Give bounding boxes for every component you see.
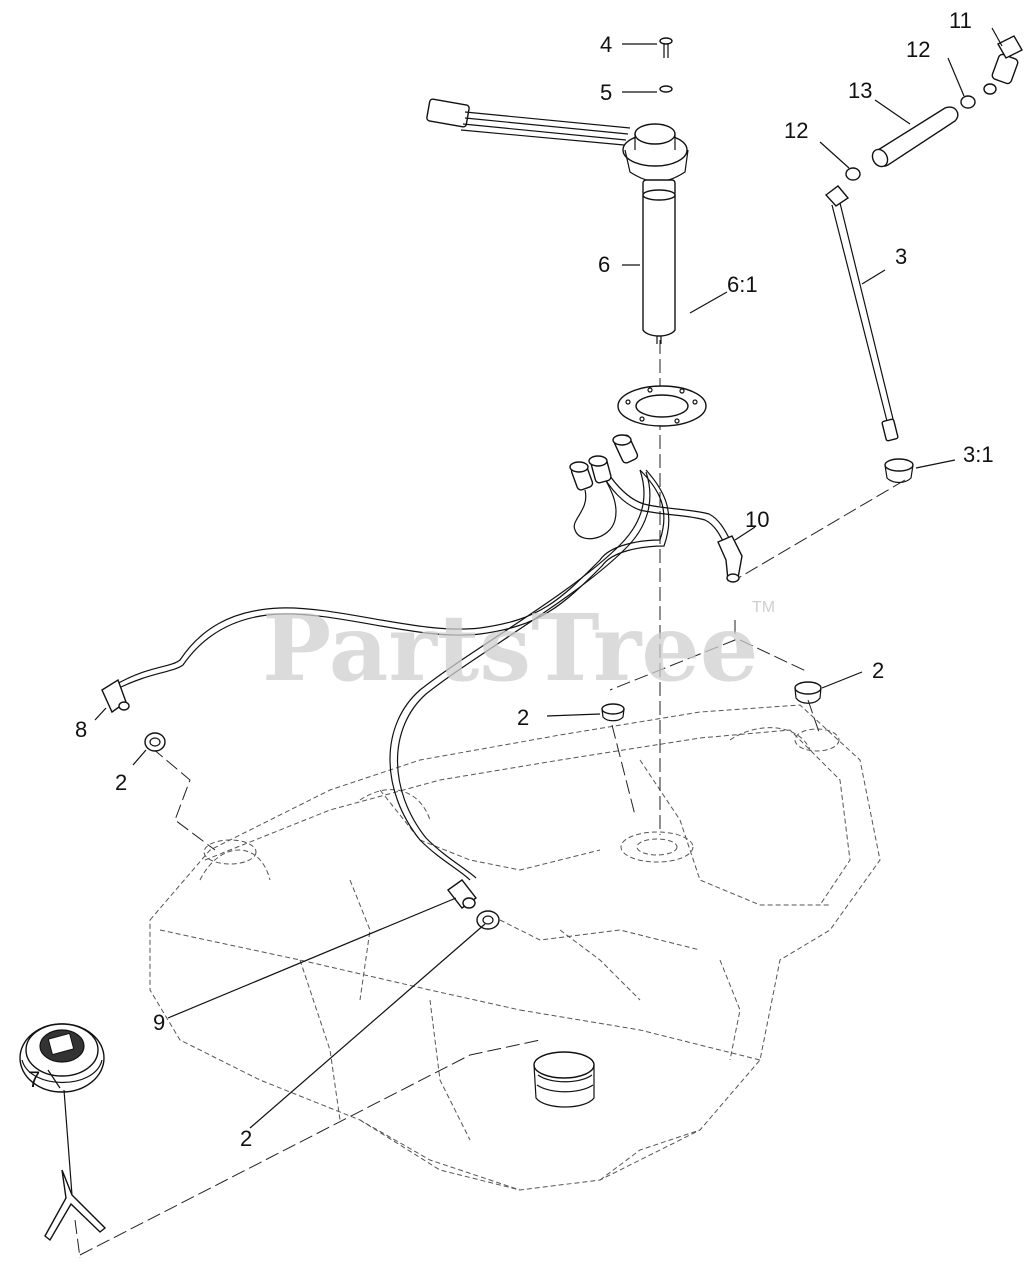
callout-7: 7	[28, 1067, 40, 1092]
fitting-part-9	[446, 879, 478, 909]
fuel-hoses	[114, 469, 731, 881]
callout-10: 10	[745, 507, 769, 532]
fuel-line-part-3	[824, 185, 899, 442]
callout-6: 6	[598, 252, 610, 277]
gasket-part-6-1	[617, 385, 707, 427]
callout-8: 8	[75, 717, 87, 742]
callout-12-lower: 12	[784, 118, 808, 143]
fuel-shutoff-valve-part-11	[983, 35, 1023, 95]
watermark-text: PartsTree	[262, 594, 758, 702]
callout-3: 3	[895, 244, 907, 269]
screw-part-4	[659, 37, 673, 58]
fuel-sender-part-6	[426, 98, 689, 344]
callout-9: 9	[153, 1010, 165, 1035]
watermark: PartsTree TM	[262, 594, 775, 702]
callout-2-left: 2	[115, 770, 127, 795]
callout-4: 4	[600, 32, 612, 57]
tee-fitting-part-8	[101, 678, 130, 714]
grommet-part-2-lower	[476, 910, 500, 930]
callout-2-lower: 2	[240, 1126, 252, 1151]
grommet-part-2-center	[601, 703, 625, 722]
fuel-cap-part-7	[19, 1023, 107, 1242]
callout-5: 5	[600, 80, 612, 105]
fuel-filter-part-13	[871, 106, 959, 168]
callout-2-center: 2	[517, 705, 529, 730]
watermark-trademark: TM	[752, 599, 775, 616]
callout-11: 11	[949, 8, 972, 33]
callout-12-upper: 12	[906, 37, 930, 62]
callout-6-1: 6:1	[727, 272, 758, 297]
grommet-part-3-1	[884, 458, 914, 484]
assembly-lines	[74, 340, 906, 1259]
grommet-part-2-left	[144, 732, 166, 752]
hose-fittings	[569, 434, 639, 491]
callout-labels: 4 5 6 6:1 3 3:1 11 12 12 13 10 2 2 2 2 8…	[28, 8, 994, 1151]
washer-part-5	[659, 85, 673, 93]
fuel-tank	[149, 704, 881, 1191]
callout-3-1: 3:1	[963, 442, 994, 467]
hose-clamp-part-12-upper	[960, 95, 976, 109]
elbow-fitting-part-10	[717, 535, 743, 583]
callout-13: 13	[848, 78, 872, 103]
grommet-part-2-right	[794, 681, 822, 704]
callout-2-right: 2	[872, 658, 884, 683]
hose-clamp-part-12-lower	[845, 167, 861, 181]
leader-lines	[47, 27, 1003, 1129]
